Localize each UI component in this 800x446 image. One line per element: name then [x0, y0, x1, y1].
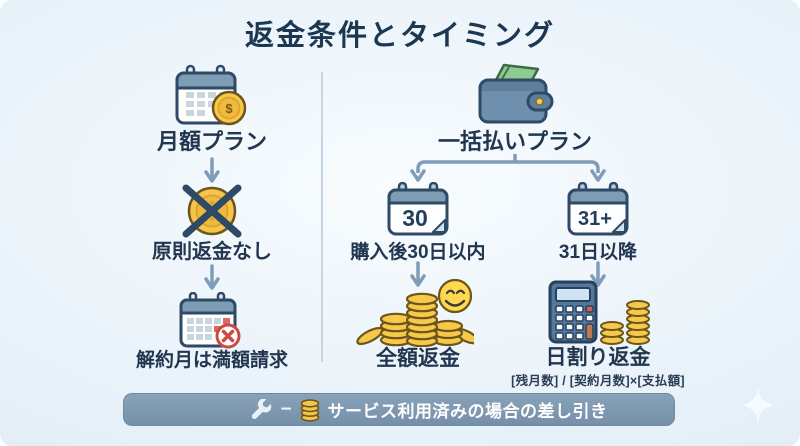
wrench-icon [252, 398, 272, 419]
monthly-plan-label: 月額プラン [156, 129, 267, 154]
column-divider [321, 72, 323, 362]
deduction-note-content: − サービス利用済みの場合の差し引き [250, 397, 607, 422]
deduction-note-label: サービス利用済みの場合の差し引き [327, 402, 608, 421]
coins-smiley-icon [356, 279, 474, 347]
sparkle-icon [743, 386, 773, 424]
calendar-dollar-icon: $ [175, 64, 247, 126]
full-charge-label: 解約月は満額請求 [135, 350, 288, 371]
calendar-30-number: 30 [402, 205, 428, 231]
down-arrow-icon [204, 157, 220, 183]
calendar-31plus-icon: 31+ [567, 182, 629, 236]
calculator-coins-icon [548, 280, 650, 345]
branch-connector [410, 154, 606, 182]
wallet-icon [478, 63, 554, 124]
minus-sign: − [280, 399, 292, 420]
calendar-31plus-number: 31+ [578, 208, 612, 230]
after-31-days-label: 31日以降 [558, 242, 638, 263]
down-arrow-icon [410, 261, 426, 287]
no-refund-coin-icon [182, 184, 242, 238]
page-title: 返金条件とタイミング [244, 20, 555, 52]
deduction-note-bar: − サービス利用済みの場合の差し引き [123, 393, 675, 426]
within-30-days-label: 購入後30日以内 [350, 242, 486, 263]
calendar-cancel-icon [179, 292, 241, 349]
down-arrow-icon [204, 264, 220, 290]
coin-stack-icon [300, 398, 319, 422]
full-refund-label: 全額返金 [376, 347, 460, 370]
calendar-30-icon: 30 [387, 182, 449, 236]
down-arrow-icon [590, 261, 606, 287]
no-refund-label: 原則返金なし [152, 241, 272, 263]
lump-sum-plan-label: 一括払いプラン [437, 129, 592, 154]
prorated-refund-label: 日割り返金 [545, 346, 651, 369]
prorated-formula: [残月数] / [契約月数]×[支払額] [511, 374, 685, 388]
dollar-sign: $ [225, 101, 233, 116]
